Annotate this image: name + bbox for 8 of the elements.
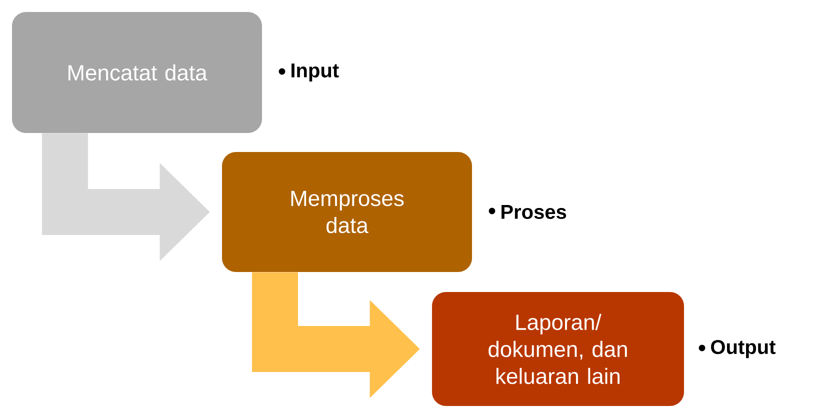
bent-arrow — [252, 272, 420, 398]
bullet-label: Output — [698, 340, 776, 358]
bullet-label: Proses — [488, 205, 566, 219]
process-box: Mencatat data — [12, 12, 262, 133]
process-box: Laporan/ dokumen, dan keluaran lain — [432, 292, 684, 406]
bullet-label: Input — [278, 64, 339, 82]
bent-arrow — [42, 133, 210, 261]
process-box: Memproses data — [222, 152, 472, 272]
